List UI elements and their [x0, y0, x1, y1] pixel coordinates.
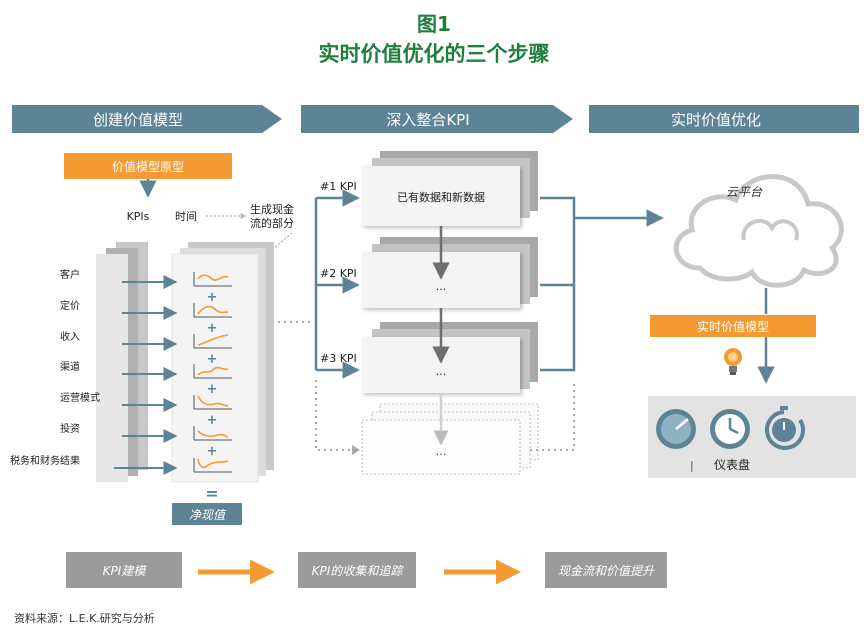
col-kpis: KPIs	[127, 210, 150, 223]
stopwatch-icon	[765, 406, 806, 450]
cloud-icon	[673, 174, 844, 288]
plus-sign: +	[207, 444, 218, 459]
kpi-label-1: #1 KPI	[320, 180, 357, 193]
bottom-steps: KPI建模 KPI的收集和追踪 现金流和价值提升	[66, 552, 667, 588]
step-label-3: 现金流和价值提升	[558, 564, 655, 578]
kpi-row-trend	[197, 458, 229, 469]
prototype-box	[64, 153, 232, 179]
kpi-row-label: 收入	[60, 330, 80, 343]
phase-label-2: 深入整合KPI	[386, 111, 469, 129]
plus-sign: +	[207, 290, 218, 305]
net-value-label: 净现值	[189, 508, 227, 522]
data-card-2-text: ...	[436, 280, 447, 293]
kpi-rows: 客户 + 定价 + 收入 + 渠道 + 运营模式 + 投资 + 税务和财务结果	[10, 268, 232, 475]
step-label-2: KPI的收集和追踪	[312, 564, 405, 578]
phase-banners: 创建价值模型 深入整合KPI 实时价值优化	[12, 105, 859, 133]
value-model-panel: 价值模型原型 KPIs 时间 生成现金 流的部分 客户 + 定价 + 收入 + 渠道 + 运营模…	[10, 153, 294, 525]
cashflow-line-1: 生成现金	[250, 202, 294, 216]
plus-sign: +	[207, 352, 218, 367]
plus-sign: +	[207, 413, 218, 428]
cashflow-line-2: 流的部分	[250, 216, 294, 230]
cloud-icon-inner	[741, 218, 799, 241]
kpi-label-2: #2 KPI	[320, 267, 357, 280]
data-card-3-text: ...	[436, 365, 447, 378]
figure-title: 实时价值优化的三个步骤	[318, 42, 550, 66]
kpi-row-label: 定价	[60, 299, 80, 312]
kpi-row-trend	[197, 274, 229, 281]
gauge-icon	[656, 409, 696, 449]
plus-sign: +	[207, 321, 218, 336]
kpi-row-label: 渠道	[60, 360, 80, 373]
kpi-integration-panel: #1 KPI #2 KPI #3 KPI 已有数据和新数据 ... ... ..…	[314, 151, 664, 475]
clock-icon	[710, 409, 750, 449]
step-box-2	[298, 552, 416, 588]
realtime-model-box	[650, 315, 816, 337]
lightbulb-icon	[724, 348, 742, 375]
kpi-row-label: 税务和财务结果	[10, 454, 80, 467]
kpi-row-trend	[197, 305, 229, 315]
data-card-1-text: 已有数据和新数据	[397, 190, 485, 204]
realtime-panel: 云平台 实时价值模型 |	[648, 174, 856, 478]
phase-banner-2	[301, 105, 573, 133]
kpi-row-label: 投资	[60, 422, 80, 435]
phase-label-1: 创建价值模型	[93, 111, 183, 129]
prototype-label: 价值模型原型	[112, 159, 184, 174]
phase-banner-1	[12, 105, 282, 133]
kpi-row-label: 运营模式	[60, 391, 100, 404]
cloud-label: 云平台	[726, 185, 763, 199]
out-branch-1	[540, 196, 576, 285]
figure-label: 图1	[417, 12, 451, 36]
equals-sign: =	[205, 484, 218, 503]
kpi-row-trend	[197, 334, 229, 346]
kpi-stack-front	[96, 254, 128, 482]
phase-label-3: 实时价值优化	[671, 111, 761, 129]
dashboard-tick: |	[690, 459, 694, 472]
source-note: 资料来源：L.E.K.研究与分析	[14, 612, 155, 625]
realtime-model-label: 实时价值模型	[697, 319, 769, 334]
kpi-row-trend	[197, 366, 229, 376]
dashboard-label: 仪表盘	[714, 457, 750, 472]
plus-sign: +	[207, 382, 218, 397]
out-branch-4-dotted	[530, 380, 575, 451]
kpi-row-trend	[197, 430, 229, 438]
step-label-1: KPI建模	[103, 564, 148, 578]
kpi-label-3: #3 KPI	[320, 352, 357, 365]
out-branch-3	[540, 285, 576, 372]
kpi-more-arrowhead	[352, 445, 360, 455]
kpi-row-trend	[197, 395, 229, 407]
col-time: 时间	[175, 210, 197, 223]
kpi-more-dotted	[315, 380, 352, 451]
kpi-row-label: 客户	[60, 268, 80, 281]
step-box-3	[545, 552, 667, 588]
phase-banner-3	[589, 105, 859, 133]
step-box-1	[66, 552, 182, 588]
net-value-box	[172, 503, 242, 525]
data-card-1	[362, 166, 520, 226]
data-card-4-text: ...	[436, 445, 447, 458]
